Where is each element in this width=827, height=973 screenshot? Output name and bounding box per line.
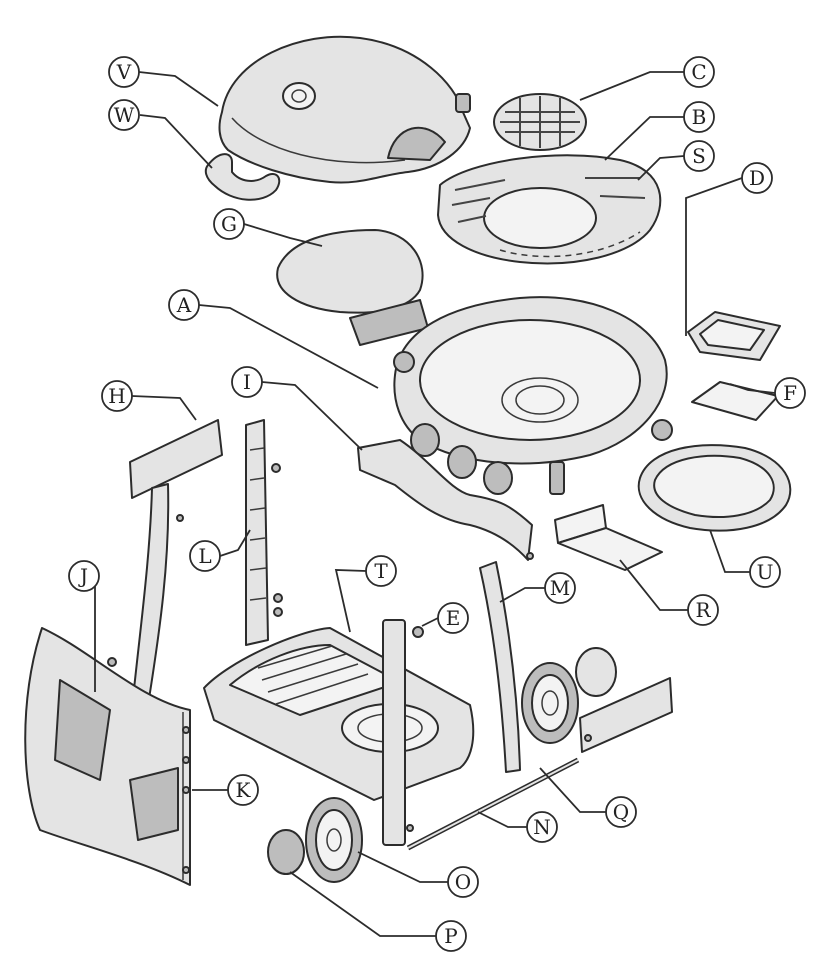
- svg-text:W: W: [114, 103, 135, 127]
- leader-C: [579, 71, 684, 101]
- part-left-leg: [107, 483, 184, 709]
- part-hub-cap: [267, 829, 305, 875]
- callout-S: S: [683, 140, 715, 172]
- callout-C: C: [683, 56, 715, 88]
- callout-V: V: [108, 56, 140, 88]
- part-cook-box: [393, 296, 673, 495]
- part-center-post: [382, 619, 424, 846]
- leader-E: [421, 617, 439, 627]
- svg-text:I: I: [243, 370, 251, 394]
- leader-I: [261, 381, 363, 451]
- svg-text:K: K: [236, 778, 252, 802]
- callout-O: O: [447, 866, 479, 898]
- callout-Q: Q: [605, 796, 637, 828]
- svg-text:P: P: [444, 924, 457, 948]
- callout-W: W: [108, 99, 140, 131]
- callout-I: I: [231, 366, 263, 398]
- leader-A: [198, 304, 379, 389]
- leader-V: [138, 71, 219, 107]
- leader-O: [357, 851, 448, 883]
- svg-text:M: M: [550, 576, 570, 600]
- svg-text:J: J: [78, 564, 88, 588]
- part-rear-panel: [579, 677, 673, 753]
- callout-L: L: [189, 540, 221, 572]
- callout-F: F: [774, 377, 806, 409]
- part-cross-brace: [357, 439, 533, 561]
- leader-H: [131, 395, 197, 421]
- part-tray-liner: [691, 381, 779, 421]
- part-small-grate: [493, 93, 587, 151]
- svg-text:R: R: [695, 598, 711, 622]
- callout-U: U: [749, 556, 781, 588]
- part-grease-tray: [687, 311, 781, 361]
- callout-H: H: [101, 380, 133, 412]
- svg-text:F: F: [783, 381, 797, 405]
- part-main-grate: [437, 154, 662, 265]
- callout-T: T: [365, 555, 397, 587]
- callout-R: R: [687, 594, 719, 626]
- part-axle: [406, 757, 580, 851]
- part-right-wheel: [521, 647, 617, 744]
- callout-J: J: [68, 560, 100, 592]
- svg-text:G: G: [221, 212, 237, 236]
- svg-text:U: U: [757, 560, 774, 584]
- part-right-shelf: [637, 444, 792, 532]
- leader-F: [729, 383, 776, 394]
- leader-L: [219, 529, 251, 557]
- leader-Q: [539, 767, 606, 813]
- leader-U: [709, 529, 750, 573]
- svg-text:B: B: [692, 105, 707, 129]
- part-left-wheel: [305, 797, 363, 883]
- part-left-shelf: [276, 229, 429, 346]
- leader-B: [604, 116, 684, 161]
- callout-M: M: [544, 572, 576, 604]
- callout-K: K: [227, 774, 259, 806]
- part-handle: [204, 153, 281, 201]
- svg-text:L: L: [198, 544, 211, 568]
- svg-text:D: D: [749, 166, 765, 190]
- callout-labels: V W C B S D G A F H I L U J T M E R K Q …: [68, 56, 806, 952]
- part-right-leg: [479, 552, 534, 773]
- svg-text:H: H: [108, 384, 125, 408]
- part-lid: [218, 35, 471, 184]
- leader-W: [139, 114, 213, 169]
- svg-text:C: C: [691, 60, 706, 84]
- callout-G: G: [213, 208, 245, 240]
- part-bracket: [554, 504, 663, 571]
- callout-A: A: [168, 289, 200, 321]
- leader-D: [685, 177, 743, 336]
- part-inner-leg: [245, 419, 283, 646]
- callout-E: E: [437, 602, 469, 634]
- svg-text:S: S: [692, 144, 706, 168]
- leader-T: [334, 569, 367, 633]
- callout-N: N: [526, 811, 558, 843]
- svg-text:E: E: [446, 606, 461, 630]
- leader-N: [477, 811, 527, 828]
- part-front-panel: [24, 627, 191, 886]
- callout-P: P: [435, 920, 467, 952]
- leader-G: [243, 223, 323, 247]
- callout-D: D: [741, 162, 773, 194]
- part-upper-crossbar: [129, 419, 223, 499]
- svg-text:A: A: [176, 293, 192, 317]
- leader-S: [637, 155, 685, 181]
- callout-B: B: [683, 101, 715, 133]
- svg-text:Q: Q: [613, 800, 629, 824]
- leader-R: [619, 559, 688, 611]
- svg-text:T: T: [374, 559, 388, 583]
- leader-P: [289, 871, 436, 937]
- svg-text:V: V: [116, 60, 132, 84]
- leader-M: [499, 587, 545, 603]
- svg-text:N: N: [533, 815, 551, 839]
- svg-text:O: O: [455, 870, 471, 894]
